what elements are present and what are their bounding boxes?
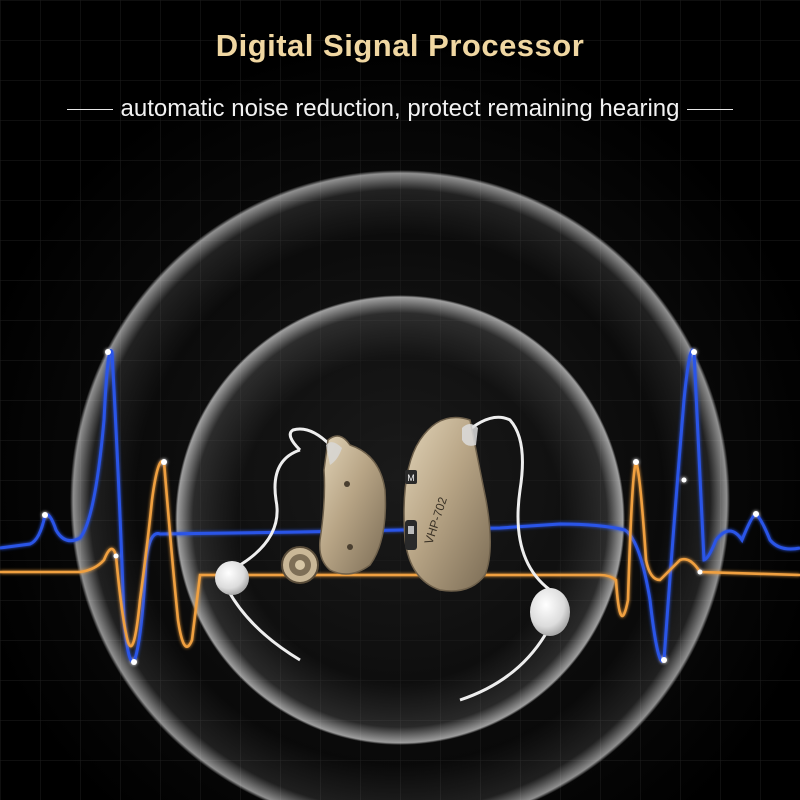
hearing-aid-right: M VHP-702	[403, 415, 570, 702]
right-ear-dome	[530, 588, 570, 636]
left-ear-hook	[288, 427, 332, 452]
right-shell	[403, 416, 491, 592]
subtitle-rule-right	[687, 108, 734, 110]
left-sound-tube	[226, 448, 301, 662]
subtitle-rule-left	[66, 108, 113, 110]
orange-waveform	[0, 459, 800, 648]
hearing-aid-left	[215, 427, 387, 662]
left-ear-dome	[215, 561, 249, 595]
page-title: Digital Signal Processor	[215, 28, 585, 63]
inner-ring	[175, 295, 625, 745]
right-sound-tube	[460, 415, 551, 592]
left-shell	[318, 435, 387, 575]
volume-rocker	[405, 520, 417, 550]
subtitle: automatic noise reduction, protect remai…	[120, 95, 680, 122]
subtitle-row: automatic noise reduction, protect remai…	[0, 92, 800, 126]
mode-button-letter: M	[407, 473, 415, 483]
mode-button	[405, 470, 417, 484]
blue-waveform	[0, 348, 800, 665]
